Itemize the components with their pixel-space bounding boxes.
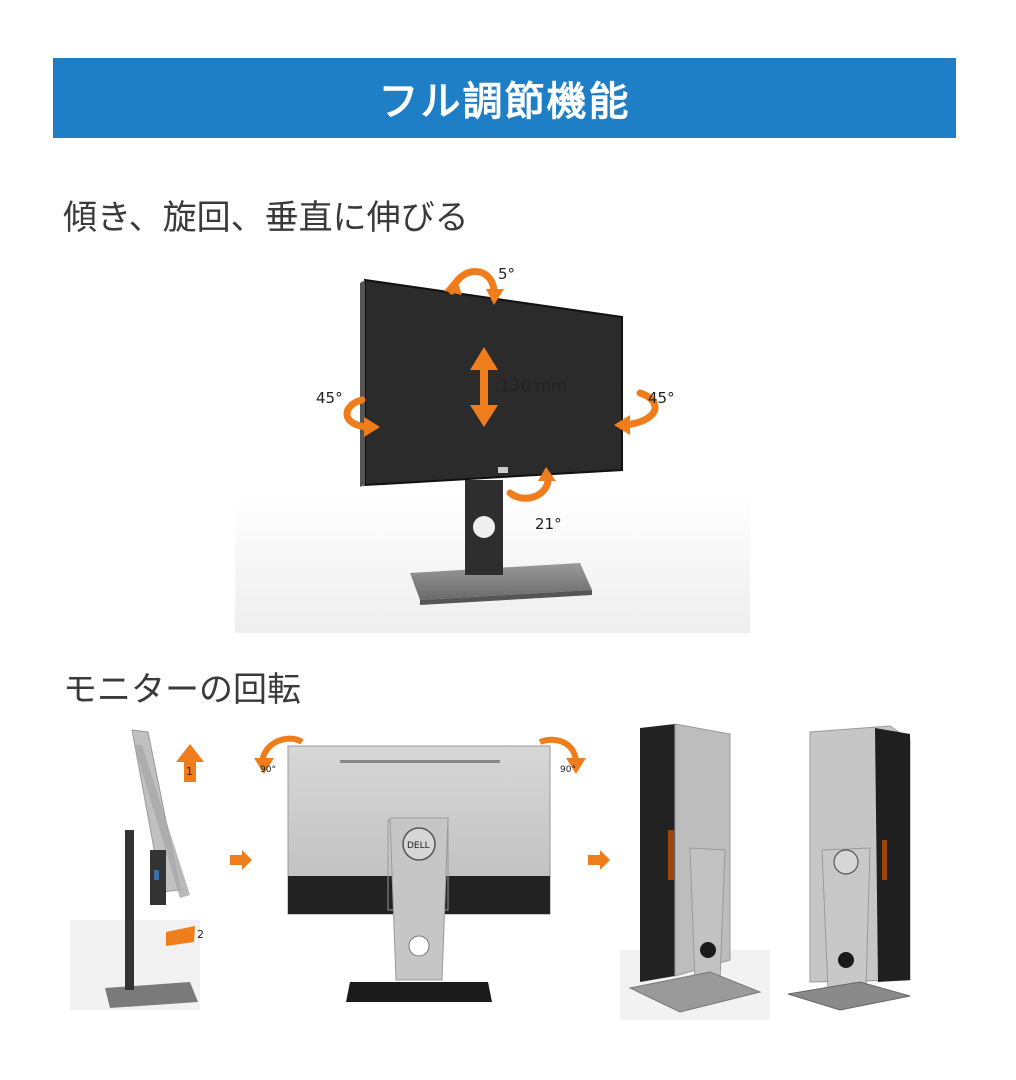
swivel-left-label: 45° [316,389,343,407]
swivel-right-label: 45° [648,389,675,407]
header-banner: フル調節機能 [53,58,956,138]
monitor-stand-base [410,563,592,600]
pivot-step-portrait-back [787,725,911,1011]
pivot-step-side-view [70,729,200,1010]
stand-swivel-label: 21° [535,515,562,533]
next-step-arrow-icon [230,850,252,870]
section-title-tilt-swivel-height: 傾き、旋回、垂直に伸びる [63,198,469,238]
pivot-step-back-view: DELL [287,745,551,1002]
cable-hole [473,516,495,538]
dell-logo-back: DELL [407,841,430,851]
pivot-left-arrow-icon [259,735,304,763]
step-1-label: 1 [186,765,193,778]
banner-title: フル調節機能 [378,79,631,125]
swivel-left-arrow-icon [343,396,372,431]
tilt-label: 5° [498,265,515,283]
pivot-right-label: 90° [560,765,576,775]
monitor-adjustment-illustration: 5° 130 mm 45° 45° 21° [235,265,750,633]
step-1-arrow-icon [176,744,204,782]
pivot-step-portrait-angled [620,723,770,1020]
pivot-right-arrow-icon [538,736,579,763]
monitor-screen [364,278,623,487]
pivot-left-label: 90° [260,765,276,775]
swivel-right-arrow-icon [622,389,659,429]
next-step-arrow-icon-2 [588,850,610,870]
height-label: 130 mm [500,376,567,395]
step-2-label: 2 [197,928,204,941]
step-2-arrow-icon [166,926,195,946]
monitor-pivot-illustration: 1 2 DELL 90° 90° [70,723,911,1020]
height-arrow-icon [470,347,498,427]
section-title-pivot: モニターの回転 [63,670,301,710]
stand-swivel-arrow-icon [506,473,552,502]
